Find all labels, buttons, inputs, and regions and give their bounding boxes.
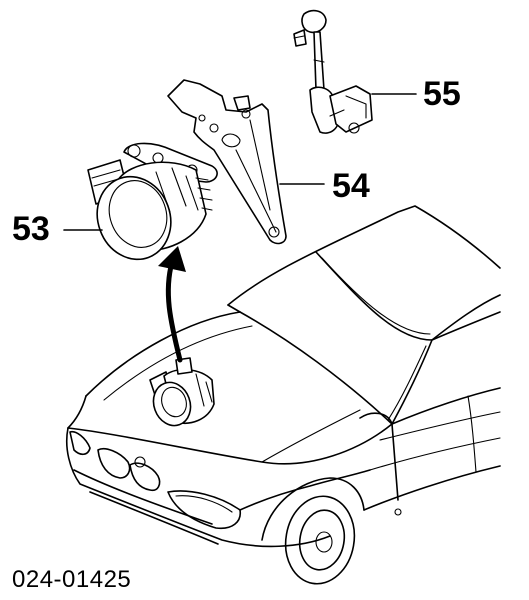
part-54-bracket	[167, 79, 287, 245]
part-55-sensor	[293, 9, 373, 134]
callout-54: 54	[332, 167, 370, 205]
diagram-code: 024-01425	[12, 566, 132, 593]
part-53-actuator	[87, 142, 218, 261]
callout-53: 53	[12, 210, 50, 248]
car-illustration	[65, 205, 501, 585]
callout-55: 55	[423, 75, 461, 113]
assembly-arrow	[158, 246, 186, 363]
installed-actuator	[149, 357, 215, 427]
